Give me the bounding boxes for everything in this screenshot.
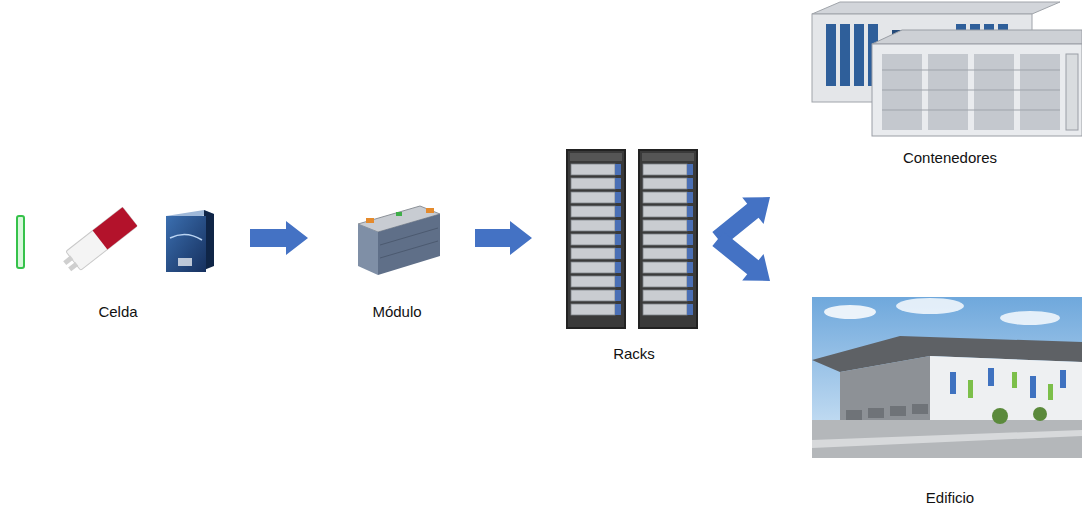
cylindrical-cell [17,216,24,268]
pouch-cell [60,207,138,275]
building-rendering [812,297,1082,458]
caption-text: Módulo [372,303,421,321]
caption-text: Celda [98,303,137,321]
battery-module [358,206,440,275]
caption-text: Edificio [926,489,974,507]
image-caption-node: Racks [562,142,706,363]
prismatic-cell [166,210,214,272]
battery-rack [639,150,697,328]
image-caption-node: Módulo [347,198,447,321]
image-caption-node: Contenedores [818,0,1082,167]
block-arrow [250,221,308,255]
block-arrow [475,221,532,255]
block-arrow [712,232,770,281]
caption-text: Racks [613,345,655,363]
image-caption-node: Celda [15,200,221,321]
container-front [872,30,1082,136]
battery-rack [567,150,625,328]
caption-text: Contenedores [903,149,997,167]
image-caption-node: Edificio [818,292,1082,507]
